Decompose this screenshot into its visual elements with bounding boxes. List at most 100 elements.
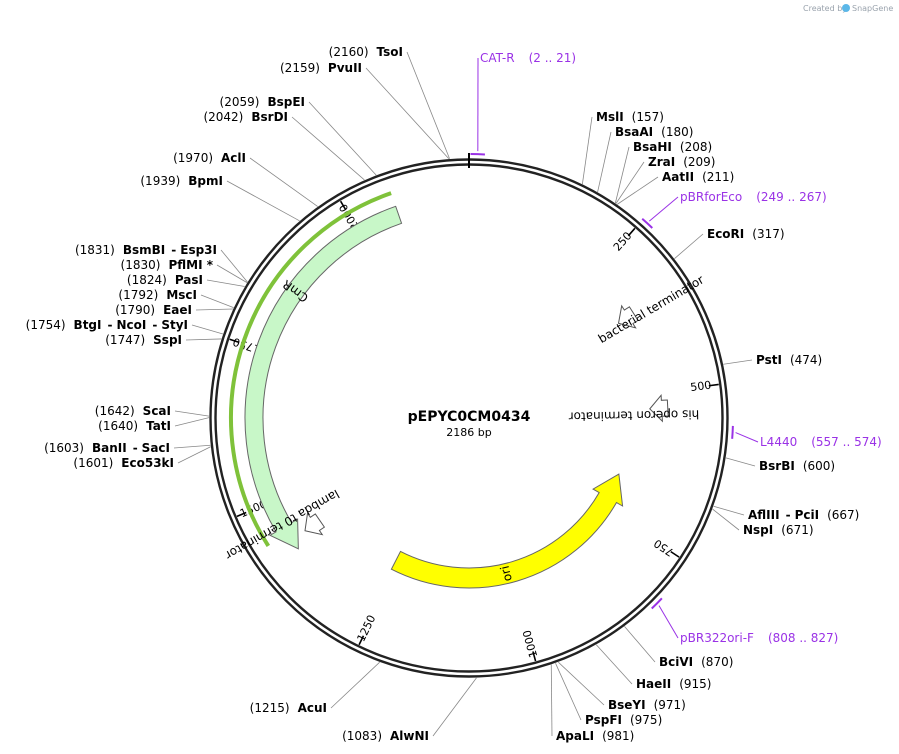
primer-range: (2 .. 21) bbox=[529, 51, 577, 65]
site-label: AflIII-PciI(667) bbox=[748, 508, 859, 522]
site-label: (1824)PasI bbox=[127, 273, 203, 287]
enzyme-name: StyI bbox=[161, 318, 188, 332]
site-label: (1970)AclI bbox=[173, 151, 246, 165]
site-label: EcoRI(317) bbox=[707, 227, 785, 241]
site-position: (317) bbox=[752, 227, 784, 241]
site-position: (981) bbox=[602, 729, 634, 743]
enzyme-name: BsrDI bbox=[251, 110, 288, 124]
site-ecori: EcoRI(317) bbox=[707, 227, 785, 241]
site-label: (1083)AlwNI bbox=[342, 729, 429, 743]
site-label: (2042)BsrDI bbox=[203, 110, 288, 124]
site-banii-saci: (1603)BanII-SacI bbox=[44, 441, 170, 455]
enzyme-name: MslI bbox=[596, 110, 624, 124]
feature-label-ori: ori bbox=[498, 564, 515, 582]
site-label: (1831)BsmBI-Esp3I bbox=[75, 243, 217, 257]
enzyme-name: BsaAI bbox=[615, 125, 653, 139]
site-leader-line bbox=[624, 626, 656, 663]
site-leader-line bbox=[615, 161, 645, 204]
site-leader-line bbox=[555, 663, 582, 721]
site-sep: - bbox=[133, 441, 138, 455]
enzyme-name: PciI bbox=[795, 508, 820, 522]
site-leader-line bbox=[226, 180, 300, 222]
site-position: (1830) bbox=[121, 258, 161, 272]
enzyme-name: HaeII bbox=[636, 677, 671, 691]
site-leader-line bbox=[216, 264, 248, 283]
site-apali: ApaLI(981) bbox=[556, 729, 634, 743]
site-bpmi: (1939)BpmI bbox=[140, 174, 223, 188]
bacterial-terminator-icon bbox=[617, 304, 639, 329]
site-position: (975) bbox=[630, 713, 662, 727]
site-position: (971) bbox=[654, 698, 686, 712]
lambda-t0-terminator-icon bbox=[304, 511, 326, 536]
site-msci: (1792)MscI bbox=[118, 288, 197, 302]
enzyme-name: BseYI bbox=[608, 698, 646, 712]
site-bsrbi: BsrBI (600) bbox=[759, 459, 835, 473]
primer-leader-line bbox=[649, 196, 679, 222]
feature-cmr bbox=[244, 205, 403, 550]
site-label: (1601)Eco53kI bbox=[73, 456, 174, 470]
site-label: (1939)BpmI bbox=[140, 174, 223, 188]
credit-brand: SnapGene bbox=[852, 4, 893, 13]
enzyme-name: Eco53kI bbox=[121, 456, 174, 470]
site-nspi: NspI(671) bbox=[743, 523, 814, 537]
tick-mark bbox=[708, 383, 719, 387]
site-sep: - bbox=[786, 508, 791, 522]
site-label: ApaLI(981) bbox=[556, 729, 634, 743]
snapgene-logo-icon bbox=[842, 4, 850, 12]
site-label: (2159)PvuII bbox=[280, 61, 362, 75]
site-leader-line bbox=[330, 661, 380, 709]
primer-l4440-arrow bbox=[731, 425, 734, 439]
site-scai: (1642)ScaI bbox=[95, 404, 171, 418]
site-leader-line bbox=[550, 664, 553, 737]
site-label: PstI(474) bbox=[756, 353, 822, 367]
enzyme-name: SspI bbox=[153, 333, 182, 347]
primer-pbrforeco-arrow bbox=[641, 218, 653, 229]
primer-pbr322ori-f-arrow bbox=[651, 597, 663, 610]
tick-mark bbox=[670, 550, 680, 558]
site-zrai: ZraI(209) bbox=[648, 155, 715, 169]
site-position: (1970) bbox=[173, 151, 213, 165]
site-leader-line bbox=[185, 338, 222, 341]
primer-name: CAT-R bbox=[480, 51, 515, 65]
tick-mark bbox=[627, 227, 636, 237]
site-leader-line bbox=[174, 417, 210, 427]
site-bsmbi-esp3i: (1831)BsmBI-Esp3I bbox=[75, 243, 217, 257]
site-leader-line bbox=[723, 359, 753, 365]
lambda-t0-terminator-icon-arrow bbox=[304, 511, 326, 536]
site-position: (1640) bbox=[98, 419, 138, 433]
enzyme-name: BtgI bbox=[74, 318, 102, 332]
primer-leader-line bbox=[735, 432, 759, 443]
enzyme-name: Esp3I bbox=[180, 243, 217, 257]
site-leader-line bbox=[249, 157, 318, 207]
site-sep: - bbox=[107, 318, 112, 332]
site-label: BsaAI(180) bbox=[615, 125, 693, 139]
site-position: (1754) bbox=[26, 318, 66, 332]
tick-mark bbox=[229, 338, 240, 344]
snapgene-credit: Created by SnapGene bbox=[803, 4, 893, 13]
primer-range: (808 .. 827) bbox=[768, 631, 838, 645]
enzyme-name: AlwNI bbox=[390, 729, 429, 743]
enzyme-name: BsrBI bbox=[759, 459, 795, 473]
tick-mark bbox=[339, 200, 347, 211]
site-leader-line bbox=[712, 508, 740, 531]
site-bsrdi: (2042)BsrDI bbox=[203, 110, 288, 124]
site-position: (870) bbox=[701, 655, 733, 669]
enzyme-name: BspEI bbox=[267, 95, 305, 109]
enzyme-name: SacI bbox=[142, 441, 170, 455]
site-label: (1747)SspI bbox=[105, 333, 182, 347]
feature-label-bacterial-terminator: bacterial terminator bbox=[596, 273, 707, 346]
site-leader-line bbox=[674, 233, 704, 259]
site-sspi: (1747)SspI bbox=[105, 333, 182, 347]
feature-label-his-operon-terminator: his operon terminator bbox=[569, 407, 700, 423]
site-position: (600) bbox=[803, 459, 835, 473]
bacterial-terminator-icon-arrow bbox=[617, 304, 639, 329]
site-leader-line bbox=[200, 294, 234, 309]
site-acui: (1215)AcuI bbox=[250, 701, 327, 715]
site-leader-line bbox=[713, 505, 745, 516]
site-position: (667) bbox=[827, 508, 859, 522]
site-acli: (1970)AclI bbox=[173, 151, 246, 165]
enzyme-name: ScaI bbox=[143, 404, 171, 418]
enzyme-name: BsmBI bbox=[123, 243, 165, 257]
primer-range: (557 .. 574) bbox=[811, 435, 881, 449]
site-label: MslI(157) bbox=[596, 110, 664, 124]
